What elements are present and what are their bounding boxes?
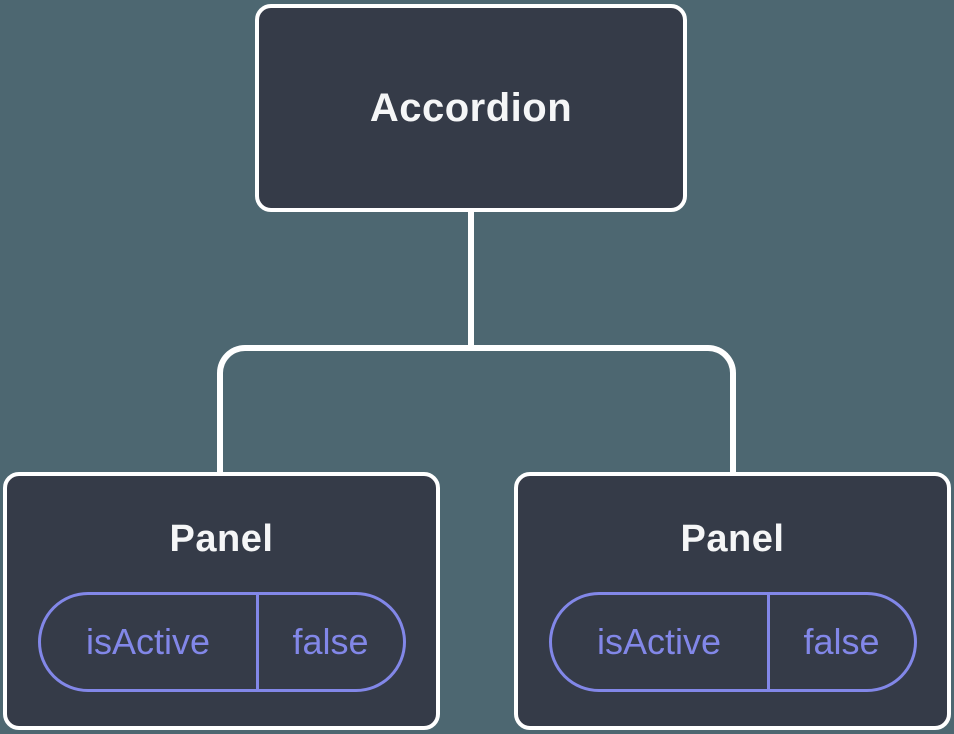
prop-divider (766, 595, 770, 689)
prop-value: false (803, 621, 880, 662)
prop-name: isActive (596, 621, 722, 662)
panel-node-left: Panel isActive false (3, 472, 440, 730)
prop-name: isActive (85, 621, 211, 662)
prop-divider (255, 595, 259, 689)
accordion-node: Accordion (255, 4, 687, 212)
panel-left-prop-pill: isActive false (37, 592, 406, 692)
panel-right-prop-pill: isActive false (548, 592, 917, 692)
panel-node-right: Panel isActive false (514, 472, 951, 730)
panel-right-label: Panel (680, 518, 785, 560)
panel-left-label: Panel (169, 518, 274, 560)
connector-bracket-line (217, 345, 736, 472)
accordion-node-label: Accordion (369, 85, 573, 130)
connector-stem-line (468, 210, 474, 350)
prop-value: false (292, 621, 369, 662)
